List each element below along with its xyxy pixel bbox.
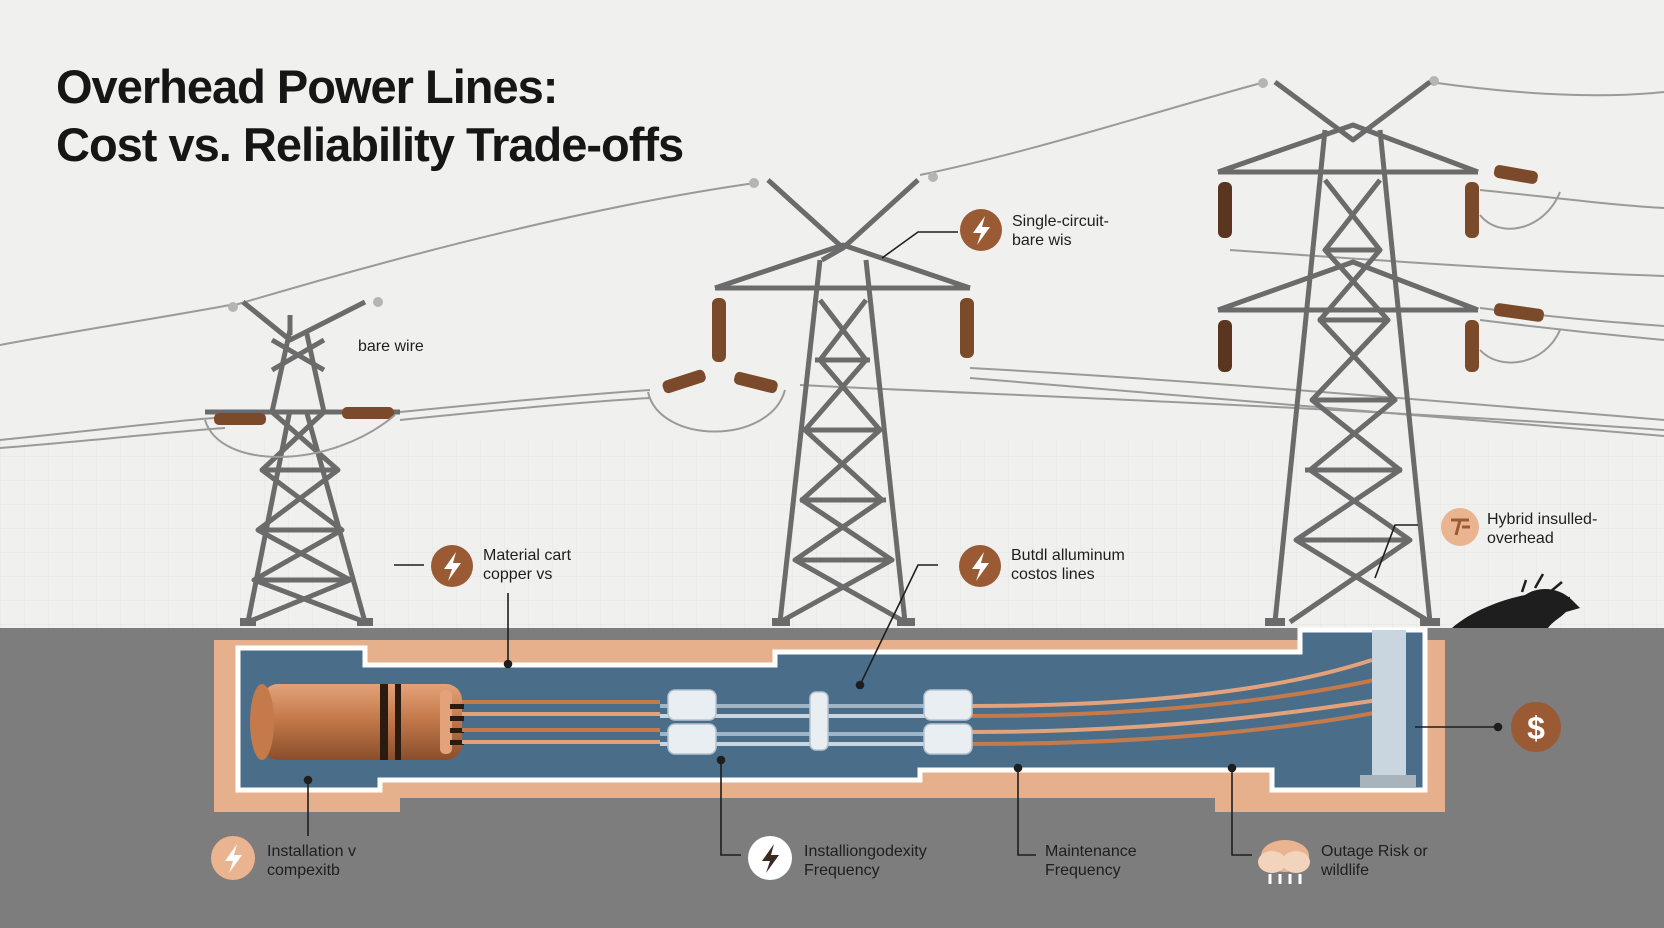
label-outage-risk: Outage Risk or wildlife	[1321, 842, 1428, 880]
cost-swap-icon	[1441, 508, 1479, 546]
wire-nodes	[228, 76, 1439, 312]
label-line: Hybrid insulled-	[1487, 511, 1598, 528]
cable-splice-joints	[667, 689, 973, 755]
lightning-bolt-icon	[431, 545, 473, 587]
label-bare-wire: bare wire	[358, 338, 424, 355]
label-single-circuit: Single-circuit- bare wis	[1012, 212, 1109, 250]
transmission-tower-large	[1217, 79, 1479, 626]
insulator-small-left	[214, 413, 266, 425]
lightning-bolt-icon	[211, 836, 255, 880]
label-installation-frequency: Installiongodexity Frequency	[804, 842, 927, 880]
lightning-bolt-icon	[960, 209, 1002, 251]
insulator-medium-right	[734, 298, 974, 394]
dollar-icon: $	[1511, 702, 1561, 752]
label-line: wildlife	[1321, 862, 1370, 879]
insulator-large-right	[1465, 165, 1544, 372]
animal-silhouette-icon	[1452, 573, 1580, 628]
label-line: Installiongodexity	[804, 843, 927, 860]
transmission-tower-medium	[714, 178, 971, 626]
label-line: costos lines	[1011, 566, 1095, 583]
label-maintenance: Maintenance Frequency	[1045, 842, 1137, 880]
title-line-1: Overhead Power Lines:	[56, 60, 558, 113]
label-line: Frequency	[804, 862, 880, 879]
title-line-2: Cost vs. Reliability Trade-offs	[56, 118, 684, 171]
insulator-small-right	[342, 407, 394, 419]
label-line: Installation v	[267, 843, 356, 860]
storm-cloud-icon	[1258, 840, 1310, 884]
label-line: overhead	[1487, 530, 1554, 547]
conductor-wires	[0, 81, 1664, 449]
insulator-medium-left	[662, 298, 726, 394]
label-line: bare wis	[1012, 232, 1072, 249]
label-line: Butdl alluminum	[1011, 547, 1125, 564]
label-line: Maintenance	[1045, 843, 1137, 860]
insulator-large-left	[1218, 182, 1232, 372]
transmission-tower-small	[205, 299, 400, 626]
label-line: Frequency	[1045, 862, 1121, 879]
terminal-post	[1360, 630, 1416, 787]
copper-cable	[250, 684, 464, 760]
label-line: Material cart	[483, 547, 572, 564]
page-title: Overhead Power Lines: Cost vs. Reliabili…	[56, 58, 684, 174]
leader-lines	[303, 231, 1503, 856]
svg-text:$: $	[1527, 710, 1545, 746]
label-line: copper vs	[483, 566, 553, 583]
label-line: Outage Risk or	[1321, 843, 1428, 860]
label-bundled-aluminum: Butdl alluminum costos lines	[1011, 546, 1125, 584]
lightning-bolt-icon	[959, 545, 1001, 587]
conduit	[235, 627, 1428, 793]
label-line: compexitb	[267, 862, 340, 879]
label-material-cost: Material cart copper vs	[483, 546, 571, 584]
label-installation-complexity: Installation v compexitb	[267, 842, 356, 880]
lightning-bolt-icon	[748, 836, 792, 880]
label-hybrid: Hybrid insulled- overhead	[1487, 510, 1597, 548]
label-line: Single-circuit-	[1012, 213, 1109, 230]
